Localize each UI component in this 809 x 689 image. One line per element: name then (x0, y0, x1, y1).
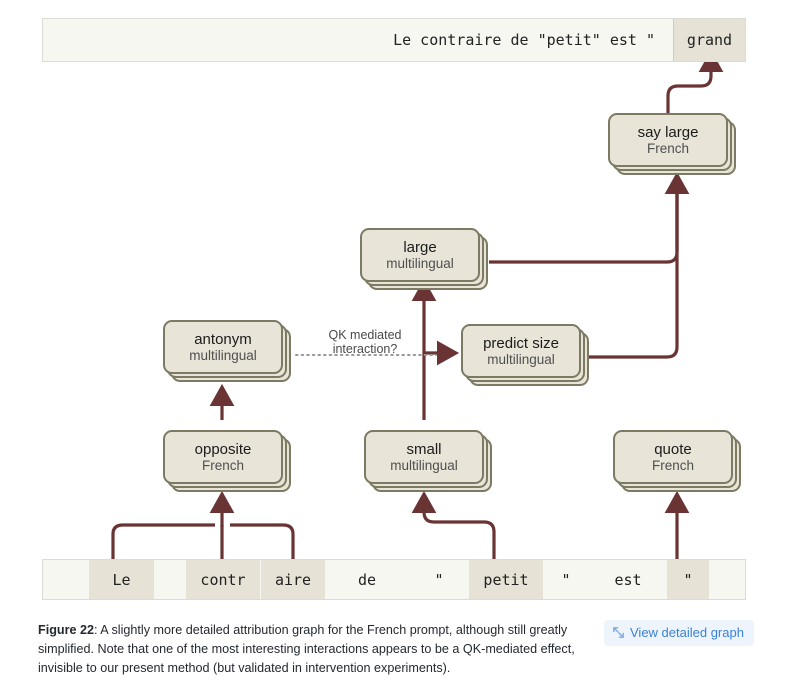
input-token-est[interactable]: est (614, 570, 642, 589)
input-token-petit[interactable]: petit (469, 560, 543, 599)
edge-say-large-to-grand (666, 49, 724, 113)
node-say-large[interactable]: say large French (608, 113, 736, 175)
node-stack-front: quote French (613, 430, 733, 484)
node-title: antonym (194, 330, 252, 348)
figure-number: Figure 22 (38, 623, 94, 637)
node-stack-front: small multilingual (364, 430, 484, 484)
edge-predict-size-to-say-large (589, 184, 679, 359)
input-token-quote-2[interactable]: " (561, 570, 571, 589)
edge-large-to-say-large (489, 184, 679, 264)
view-detailed-graph-button[interactable]: View detailed graph (604, 620, 754, 646)
prompt-token-strip: Le contraire de "petit" est " grand (42, 18, 746, 62)
node-title: small (406, 440, 442, 458)
qk-annotation-line-2: interaction? (332, 342, 398, 356)
node-title: quote (654, 440, 692, 458)
figure-caption-text: : A slightly more detailed attribution g… (38, 623, 575, 675)
node-title: predict size (483, 334, 559, 352)
input-token-strip: Le contr aire de " petit " est " (42, 559, 746, 600)
node-subtitle: French (201, 457, 245, 473)
qk-annotation-line-1: QK mediated (328, 328, 402, 342)
node-stack-front: say large French (608, 113, 728, 167)
input-token-contr[interactable]: contr (186, 560, 260, 599)
input-token-de[interactable]: de (357, 570, 377, 589)
input-token-quote-1[interactable]: " (434, 570, 444, 589)
node-title: opposite (194, 440, 252, 458)
node-title: say large (637, 123, 699, 141)
node-predict-size[interactable]: predict size multilingual (461, 324, 589, 386)
prompt-output-token-grand[interactable]: grand (673, 19, 745, 61)
node-quote[interactable]: quote French (613, 430, 741, 492)
node-stack-front: antonym multilingual (163, 320, 283, 374)
node-subtitle: multilingual (487, 351, 555, 367)
node-large[interactable]: large multilingual (360, 228, 488, 290)
node-title: large (403, 238, 437, 256)
node-subtitle: French (651, 457, 695, 473)
figure-caption: Figure 22: A slightly more detailed attr… (38, 621, 598, 678)
node-subtitle: French (646, 140, 690, 156)
node-subtitle: multilingual (390, 457, 458, 473)
input-token-gap-1 (154, 560, 186, 599)
node-opposite[interactable]: opposite French (163, 430, 291, 492)
node-stack-front: opposite French (163, 430, 283, 484)
view-detailed-graph-label: View detailed graph (630, 625, 744, 640)
input-token-aire[interactable]: aire (260, 560, 325, 599)
node-stack-front: large multilingual (360, 228, 480, 282)
prompt-text-token[interactable]: Le contraire de "petit" est " (393, 31, 655, 49)
expand-diagonal-arrows-icon (612, 626, 625, 639)
input-token-spacer-left (43, 560, 89, 599)
input-token-quote-3[interactable]: " (667, 560, 709, 599)
node-small[interactable]: small multilingual (364, 430, 492, 492)
node-subtitle: multilingual (189, 347, 257, 363)
node-subtitle: multilingual (386, 255, 454, 271)
node-antonym[interactable]: antonym multilingual (163, 320, 291, 382)
node-stack-front: predict size multilingual (461, 324, 581, 378)
qk-interaction-annotation: QK mediated interaction? (310, 328, 420, 356)
input-token-spacer-right (709, 560, 745, 599)
input-token-le[interactable]: Le (89, 560, 154, 599)
